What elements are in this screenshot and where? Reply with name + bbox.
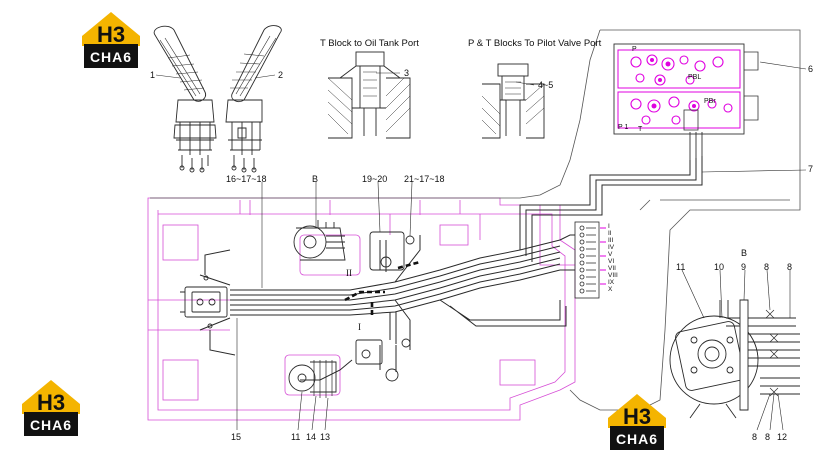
callout-13: 13 — [320, 432, 331, 442]
callout-16-18: 16~17~18 — [226, 174, 267, 184]
joystick-left — [153, 25, 217, 173]
left-control-box — [180, 275, 228, 329]
roman-label-ii: II — [346, 268, 352, 278]
callout-11-right: 11 — [676, 262, 686, 272]
callout-14: 14 — [306, 432, 317, 442]
joystick-right — [225, 25, 282, 173]
pt-block-detail — [481, 63, 545, 139]
callout-9: 9 — [741, 262, 747, 272]
callout-8a: 8 — [764, 262, 770, 272]
upper-joystick-base — [293, 220, 346, 261]
valve-label-pbl: PBL — [688, 74, 702, 81]
connector-strip-magenta — [600, 227, 606, 285]
roman-list-9: IX — [608, 279, 615, 286]
callout-21-18: 21~17~18 — [404, 174, 445, 184]
callout-11-bottom: 11 — [291, 432, 301, 442]
detail-b — [669, 299, 800, 419]
roman-label-i: I — [358, 322, 361, 332]
cab-outline — [150, 29, 801, 411]
roman-list-8: VIII — [608, 272, 618, 279]
brand-logo-bottom-left: H3 CHA6 — [22, 380, 80, 436]
roman-list-2: II — [608, 230, 612, 237]
svg-text:H3: H3 — [97, 22, 125, 47]
callout-8d: 8 — [765, 432, 771, 442]
caption-pt-blocks: P & T Blocks To Pilot Valve Port — [468, 38, 602, 49]
callout-1: 1 — [150, 70, 156, 80]
callout-15: 15 — [231, 432, 242, 442]
brand-logo-bottom-right: H3 CHA6 — [608, 394, 666, 450]
svg-text:CHA6: CHA6 — [616, 431, 658, 447]
valve-label-pbr: PBr — [704, 98, 716, 105]
callout-3: 3 — [404, 68, 410, 78]
lower-joystick-base — [288, 360, 337, 398]
callout-12: 12 — [777, 432, 788, 442]
callout-2: 2 — [278, 70, 284, 80]
roman-list-5: V — [608, 251, 613, 258]
brand-logo-top-left: H3 CHA6 — [82, 12, 140, 68]
callout-8b: 8 — [787, 262, 793, 272]
roman-list-7: VII — [608, 265, 616, 272]
svg-text:H3: H3 — [37, 390, 65, 415]
pilot-valve-block — [613, 43, 759, 160]
svg-text:CHA6: CHA6 — [30, 417, 72, 433]
caption-t-block: T Block to Oil Tank Port — [320, 38, 419, 49]
hose-bundle — [199, 156, 703, 381]
machine-frame — [147, 197, 576, 421]
roman-list-10: X — [608, 286, 613, 293]
callout-19-20: 19~20 — [362, 174, 388, 184]
callout-7: 7 — [808, 164, 814, 174]
callout-4-5: 4~5 — [538, 80, 554, 90]
roman-list-6: VI — [608, 258, 615, 265]
roman-list-3: III — [608, 237, 614, 244]
svg-text:CHA6: CHA6 — [90, 49, 132, 65]
t-block-detail — [327, 51, 411, 139]
callout-10: 10 — [714, 262, 725, 272]
valve-label-p: P — [632, 46, 637, 53]
callout-b-top: B — [312, 174, 319, 184]
roman-list-4: IV — [608, 244, 615, 251]
callout-b-right: B — [741, 248, 748, 258]
valve-label-p1: P 1 — [618, 124, 629, 131]
leader-lines — [155, 61, 807, 431]
valve-label-t: T — [638, 126, 643, 133]
svg-text:H3: H3 — [623, 404, 651, 429]
dashed-hoses — [344, 260, 421, 315]
roman-list-1: I — [608, 223, 610, 230]
connector-strip — [574, 221, 600, 299]
mid-valve-components — [355, 231, 415, 382]
callout-6: 6 — [808, 64, 814, 74]
callout-8c: 8 — [752, 432, 758, 442]
